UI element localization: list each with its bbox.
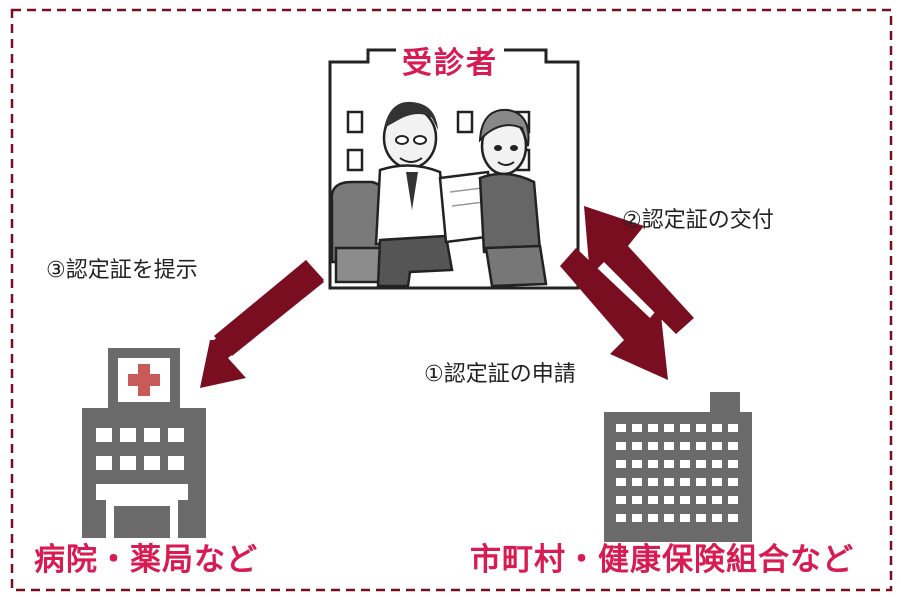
office-window: [632, 514, 642, 522]
office-window: [664, 496, 674, 504]
office-window: [696, 514, 706, 522]
municipality-label: 市町村・健康保険組合など: [470, 542, 854, 578]
office-window: [728, 442, 738, 450]
office-window: [696, 442, 706, 450]
arrow-step3: [200, 260, 324, 388]
office-window: [632, 478, 642, 486]
office-windows: [616, 424, 738, 522]
office-window: [616, 442, 626, 450]
hospital-label: 病院・薬局など: [34, 542, 258, 578]
diagram-title: 受診者: [396, 38, 504, 82]
patient-consultation-icon: [328, 48, 580, 290]
office-window: [648, 460, 658, 468]
arrow-step2: [584, 206, 694, 334]
office-window: [664, 514, 674, 522]
office-window: [712, 424, 722, 432]
office-window: [616, 424, 626, 432]
office-window: [728, 460, 738, 468]
office-window: [632, 442, 642, 450]
step1-label: ①認定証の申請: [424, 362, 576, 387]
office-window: [616, 496, 626, 504]
office-window: [712, 442, 722, 450]
office-window: [664, 478, 674, 486]
office-window: [616, 478, 626, 486]
office-window: [680, 496, 690, 504]
office-window: [632, 424, 642, 432]
office-window: [648, 424, 658, 432]
office-window: [680, 514, 690, 522]
office-window: [696, 460, 706, 468]
office-window: [728, 478, 738, 486]
office-window: [680, 424, 690, 432]
office-window: [632, 460, 642, 468]
office-window: [648, 442, 658, 450]
office-building-icon: [604, 392, 752, 542]
office-window: [664, 424, 674, 432]
office-window: [648, 496, 658, 504]
office-window: [728, 424, 738, 432]
office-window: [680, 478, 690, 486]
office-window: [696, 478, 706, 486]
office-window: [728, 496, 738, 504]
dashed-border: [10, 8, 893, 592]
office-window: [712, 460, 722, 468]
office-window: [696, 496, 706, 504]
office-window: [664, 460, 674, 468]
office-window: [632, 496, 642, 504]
step2-label: ②認定証の交付: [622, 208, 774, 233]
office-window: [712, 514, 722, 522]
office-window: [712, 478, 722, 486]
arrow-step1: [560, 248, 668, 380]
office-window: [648, 478, 658, 486]
office-window: [616, 460, 626, 468]
hospital-building-icon: [82, 348, 206, 538]
step3-label: ③認定証を提示: [46, 258, 198, 283]
office-window: [696, 424, 706, 432]
office-window: [712, 496, 722, 504]
office-window: [616, 514, 626, 522]
office-window: [648, 514, 658, 522]
office-window: [728, 514, 738, 522]
office-window: [680, 460, 690, 468]
office-window: [664, 442, 674, 450]
office-window: [680, 442, 690, 450]
